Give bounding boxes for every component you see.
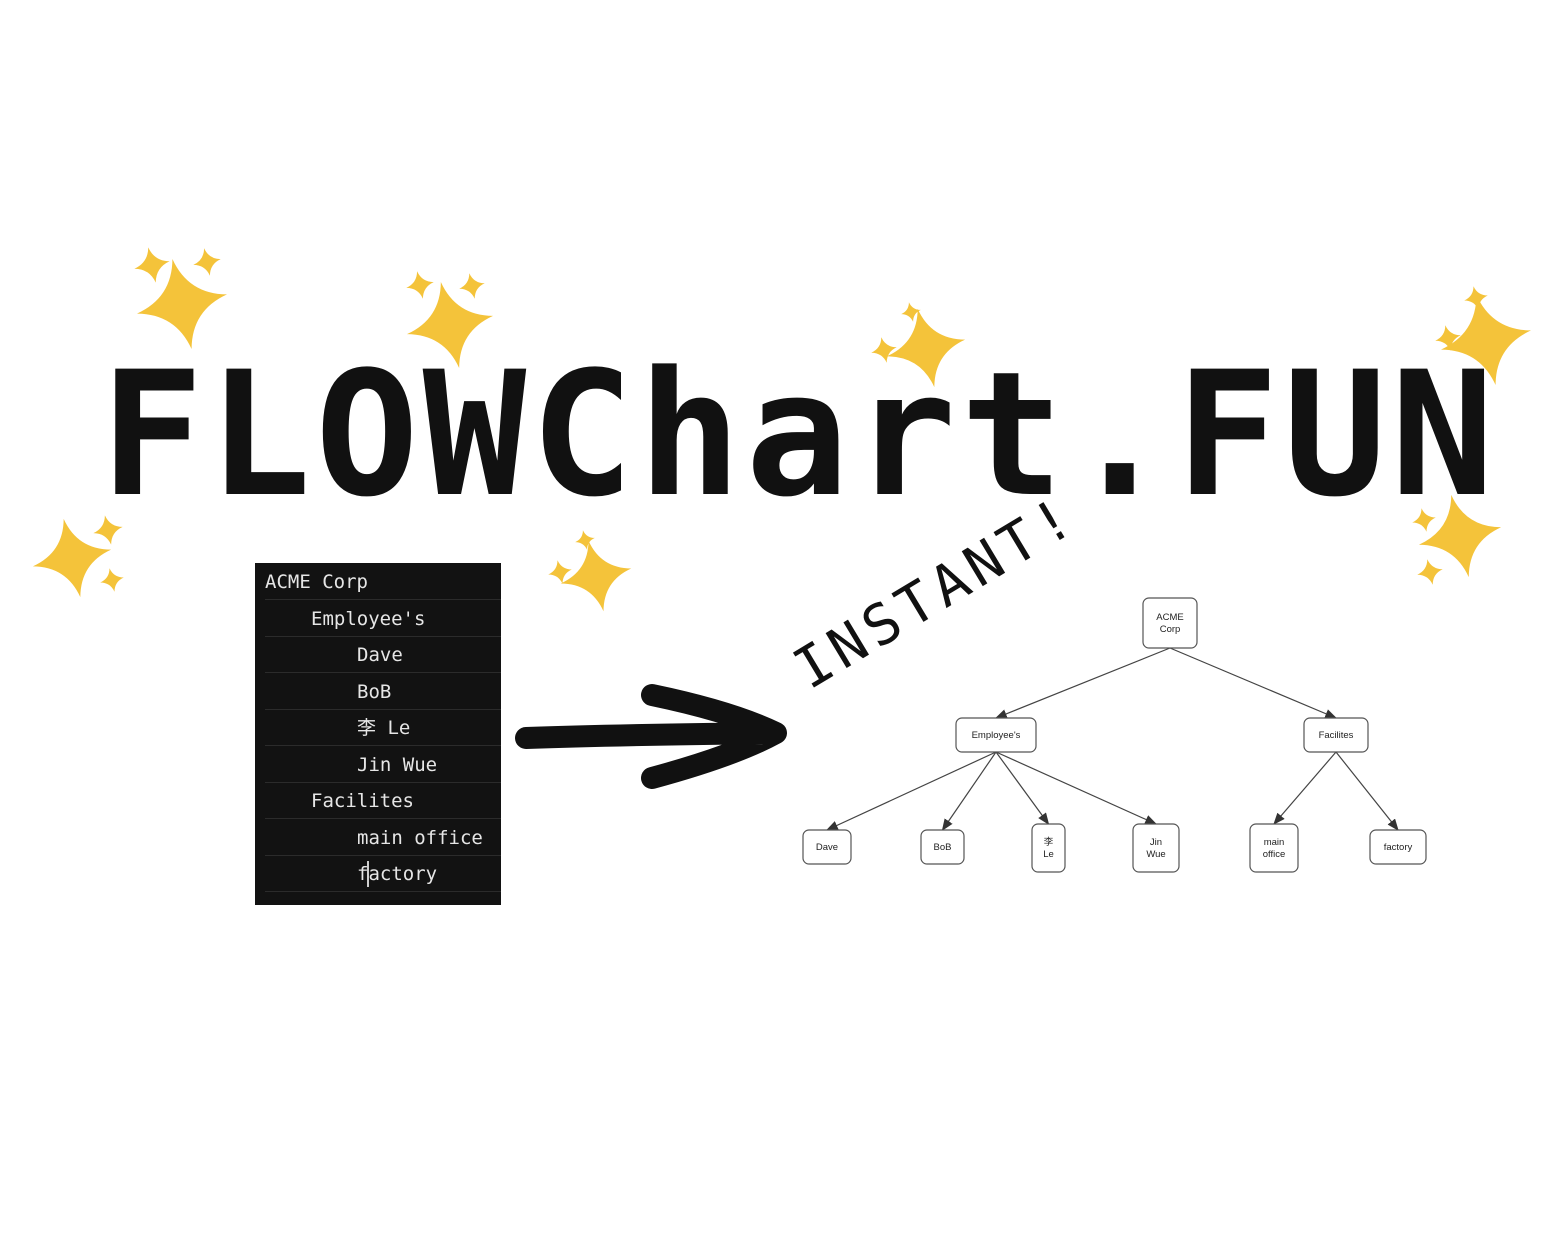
- flowchart-node-box: [802, 829, 852, 865]
- sparkle-icon: [1418, 494, 1502, 578]
- sparkle-icon: [548, 560, 572, 584]
- flowchart-node-bob[interactable]: BoB: [920, 829, 965, 865]
- editor-line[interactable]: factory: [265, 856, 501, 892]
- flowchart-node-label: Facilites: [1319, 730, 1354, 741]
- sparkle-icon: [406, 271, 434, 299]
- flowchart-node-box: [1132, 823, 1180, 873]
- flowchart-edge: [1273, 751, 1337, 825]
- sparkle-icon: [886, 308, 966, 388]
- sparkle-icon: [1441, 295, 1531, 385]
- editor-line[interactable]: Employee's: [265, 601, 501, 637]
- sparkle-icon: [871, 337, 897, 363]
- sparkle-icon: [1435, 325, 1461, 351]
- sparkle-icon: [32, 518, 112, 598]
- flowchart-node-label: office: [1263, 849, 1286, 860]
- flowchart-node-dave[interactable]: Dave: [802, 829, 852, 865]
- flowchart-node-label: factory: [1384, 842, 1413, 853]
- sparkle-icon: [137, 259, 227, 349]
- flowchart-node-box: [1303, 717, 1369, 753]
- sparkle-icon: [575, 530, 595, 550]
- flowchart-node-box: [955, 717, 1037, 753]
- sparkle-icon: [1417, 559, 1443, 585]
- flowchart-node-label: Jin: [1150, 837, 1162, 848]
- sparkle-icon: [134, 247, 170, 283]
- flowchart-node-box: [1142, 597, 1198, 649]
- editor-line[interactable]: ACME Corp: [265, 564, 501, 600]
- sparkle-icon: [1412, 508, 1436, 532]
- flowchart-node-box: [1369, 829, 1427, 865]
- flowchart-node-label: 李: [1044, 836, 1054, 848]
- brand-title: FLOWChart.FUN: [100, 334, 1499, 535]
- arrow-right-icon: [515, 684, 787, 789]
- flowchart-edge: [995, 751, 1050, 825]
- sparkle-icon: [1464, 286, 1488, 310]
- flowchart-edge: [941, 751, 997, 831]
- sparkle-icon: [93, 515, 123, 545]
- flowchart-node-label: Le: [1043, 849, 1054, 860]
- flowchart-node-label: Employee's: [972, 730, 1021, 741]
- flowchart-node-box: [1031, 823, 1066, 873]
- flowchart-node-facilites[interactable]: Facilites: [1303, 717, 1369, 753]
- flowchart-node-label: BoB: [934, 842, 952, 853]
- flowchart-node-employees[interactable]: Employee's: [955, 717, 1037, 753]
- flowchart-node-label: Corp: [1160, 624, 1181, 635]
- flowchart-node-le[interactable]: 李Le: [1031, 823, 1066, 873]
- flowchart-edge: [1335, 751, 1399, 831]
- editor-line[interactable]: Facilites: [265, 783, 501, 819]
- flowchart-edge: [1169, 647, 1338, 719]
- sparkle-icon: [560, 540, 632, 612]
- sparkle-icon: [406, 281, 494, 369]
- editor-line[interactable]: BoB: [265, 674, 501, 710]
- text-cursor: [367, 861, 369, 887]
- flowchart-node-factory[interactable]: factory: [1369, 829, 1427, 865]
- sparkle-icon: [100, 568, 124, 592]
- flowchart-node-label: Dave: [816, 842, 838, 853]
- flowchart-node-label: main: [1264, 837, 1285, 848]
- editor-line[interactable]: main office: [265, 820, 501, 856]
- flowchart-node-box: [1249, 823, 1299, 873]
- editor-line[interactable]: 李 Le: [265, 710, 501, 746]
- sparkle-icon: [901, 302, 921, 322]
- sparkle-icon: [193, 248, 221, 276]
- sparkle-icon: [459, 273, 485, 299]
- editor-line[interactable]: Jin Wue: [265, 747, 501, 783]
- flowchart-edge: [825, 751, 997, 831]
- flowchart-node-box: [920, 829, 965, 865]
- flowchart-edge: [995, 751, 1158, 825]
- flowchart-node-label: ACME: [1156, 612, 1183, 623]
- flowchart-node-label: Wue: [1146, 849, 1165, 860]
- flowchart-edge: [994, 647, 1171, 719]
- editor-line[interactable]: Dave: [265, 637, 501, 673]
- sparkles-group: [32, 247, 1531, 612]
